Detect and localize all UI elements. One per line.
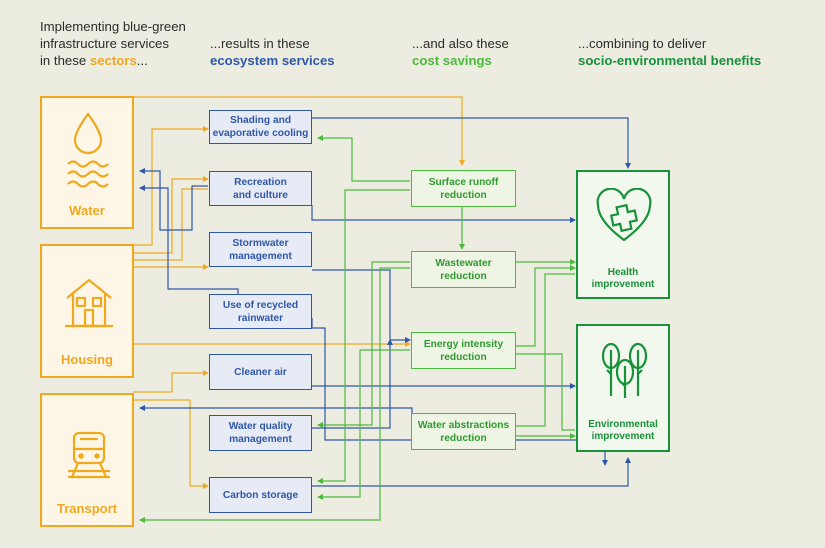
cost-header: ...and also these cost savings: [412, 36, 509, 68]
benefit-environmental: Environmental improvement: [576, 324, 670, 452]
eco-cleaner-air: Cleaner air: [209, 354, 312, 390]
sector-housing-label: Housing: [61, 352, 113, 367]
eco-carbon-storage: Carbon storage: [209, 477, 312, 513]
sectors-highlight: sectors: [89, 53, 137, 68]
heart-cross-icon: [596, 188, 652, 242]
benefits-header: ...combining to deliver socio-environmen…: [578, 36, 762, 68]
sector-transport: Transport: [40, 393, 134, 527]
ecosystem-header: ...results in these ecosystem services: [210, 36, 335, 68]
water-drop-icon: [67, 112, 109, 188]
sector-water-label: Water: [69, 203, 105, 218]
trees-icon: [601, 342, 648, 398]
sector-transport-label: Transport: [57, 501, 117, 516]
sectors-header: Implementing blue-green infrastructure s…: [40, 19, 186, 68]
train-icon: [68, 431, 110, 479]
cost-connectors: [139, 135, 576, 523]
benefit-health: Health improvement: [576, 170, 670, 299]
sector-water: Water: [40, 96, 134, 229]
house-icon: [65, 278, 113, 328]
sector-housing: Housing: [40, 244, 134, 378]
sector-connectors: [133, 96, 465, 489]
